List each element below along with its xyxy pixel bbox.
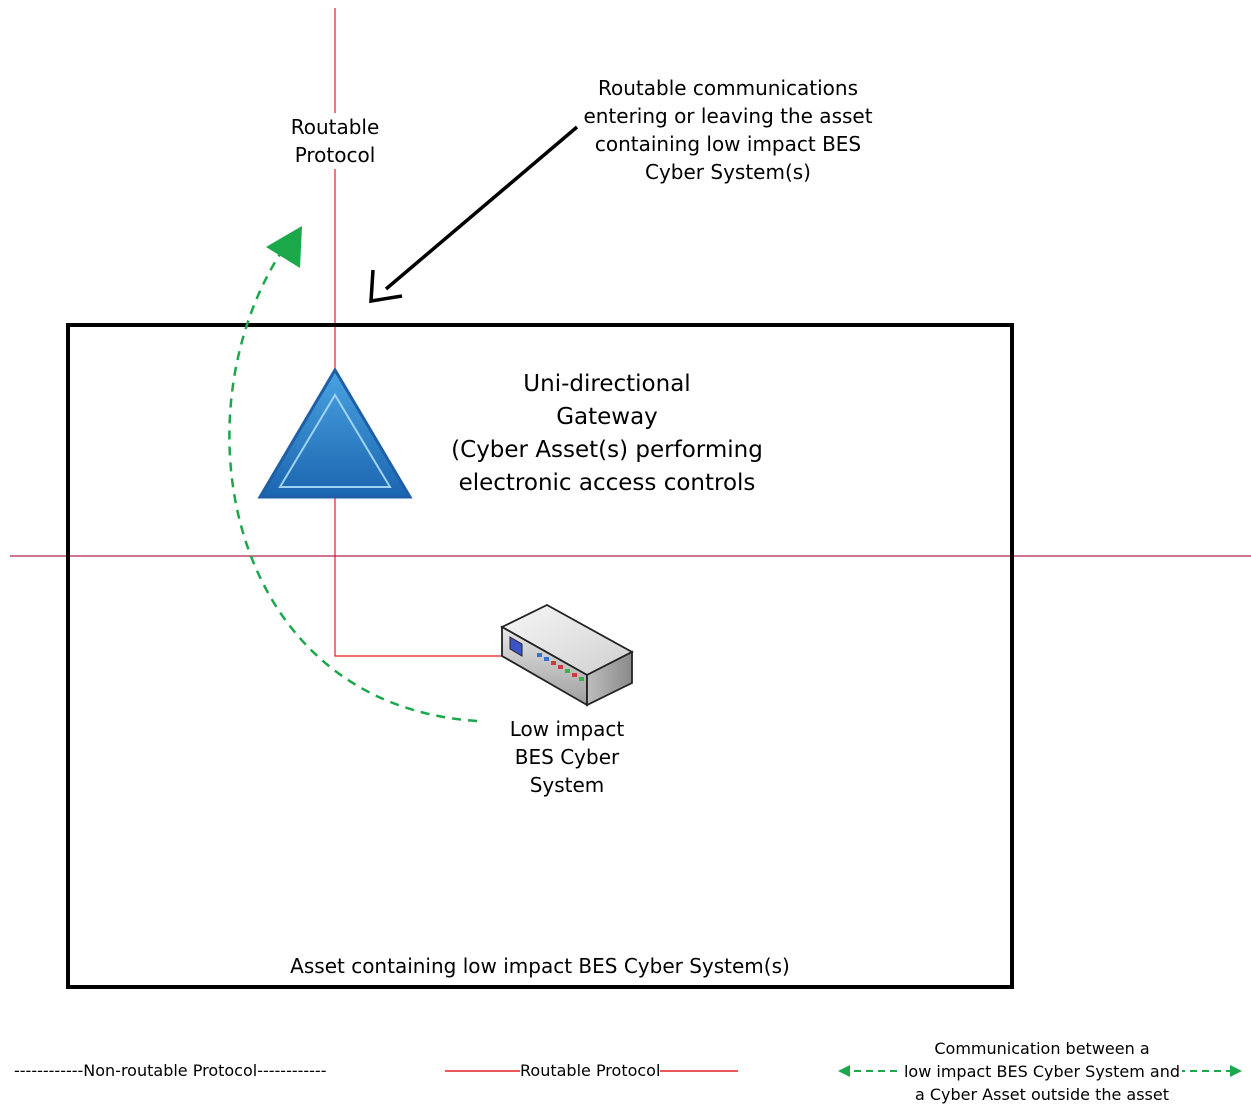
- legend-comm-line2: low impact BES Cyber System and: [901, 1060, 1183, 1083]
- gateway-label-line1: Uni-directional: [523, 371, 691, 397]
- device-label: Low impact BES Cyber System: [492, 715, 642, 799]
- legend-non-routable: ------------Non-routable Protocol-------…: [14, 1061, 327, 1081]
- legend-routable: Routable Protocol: [520, 1061, 661, 1081]
- routable-line-to-device: [334, 497, 502, 657]
- triangle-gateway-icon: [257, 367, 413, 499]
- callout-label-line1: Routable communications: [597, 76, 858, 100]
- routable-protocol-label-line2: Protocol: [294, 143, 376, 167]
- device-label-line1: Low impact: [509, 717, 625, 741]
- callout-label-line2: entering or leaving the asset: [583, 104, 873, 128]
- gateway-label: Uni-directional Gateway (Cyber Asset(s) …: [437, 368, 777, 500]
- legend-comm-line3: a Cyber Asset outside the asset: [914, 1085, 1170, 1104]
- legend-comm-label: Communication between a low impact BES C…: [892, 1037, 1192, 1106]
- legend-comm-arrowhead-left: [838, 1065, 850, 1077]
- legend-comm-line1: Communication between a: [934, 1039, 1150, 1058]
- device-label-line2: BES Cyber: [514, 745, 620, 769]
- legend-comm-arrowhead-right: [1230, 1065, 1242, 1077]
- routable-protocol-label: Routable Protocol: [270, 113, 400, 169]
- routable-protocol-label-line1: Routable: [290, 115, 380, 139]
- gateway-label-line3: (Cyber Asset(s) performing: [451, 437, 763, 463]
- asset-box: [66, 323, 1014, 989]
- dashed-comm-arrowhead: [266, 226, 302, 268]
- gateway-label-line2: Gateway: [556, 404, 658, 430]
- asset-box-label: Asset containing low impact BES Cyber Sy…: [290, 954, 790, 978]
- callout-arrow-shaft: [384, 125, 579, 291]
- callout-label-line4: Cyber System(s): [645, 160, 811, 184]
- dashed-comm-arrow: [228, 253, 478, 723]
- network-device-icon: [500, 603, 634, 707]
- gateway-label-line4: electronic access controls: [458, 470, 756, 496]
- callout-label: Routable communications entering or leav…: [578, 74, 878, 186]
- device-label-line3: System: [529, 773, 605, 797]
- callout-arrow-head: [369, 269, 403, 304]
- callout-label-line3: containing low impact BES: [594, 132, 862, 156]
